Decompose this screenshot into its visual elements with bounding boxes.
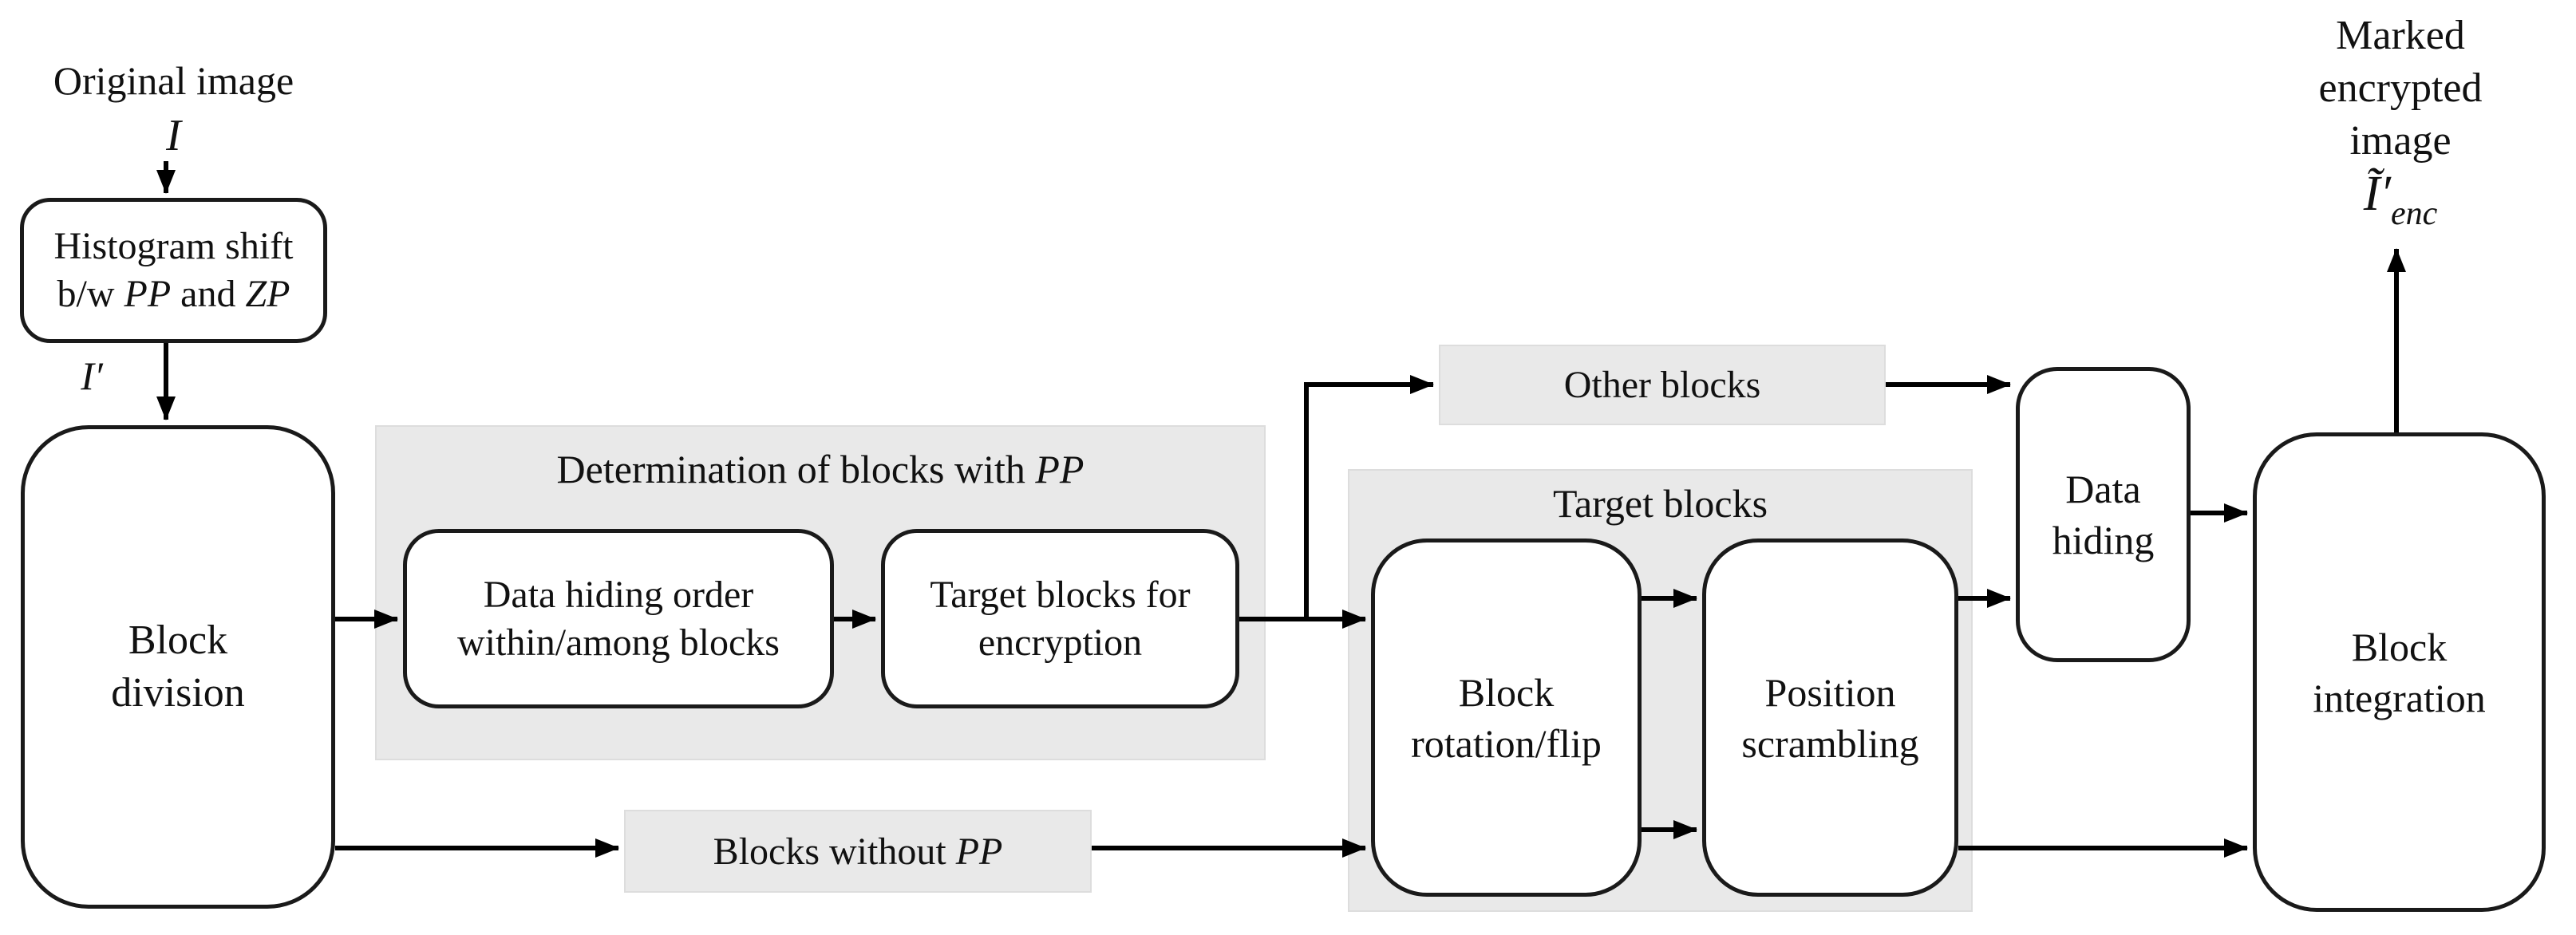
blocks-without-pp-text: Blocks without <box>713 830 956 873</box>
other-blocks-label: Other blocks <box>1563 364 1761 406</box>
block-division-line1: Block <box>128 617 228 663</box>
blocks-without-pp-label: Blocks without PP <box>713 830 1003 874</box>
output-caption-line1: Marked <box>2336 13 2465 58</box>
data-hiding-line2: hiding <box>2052 518 2155 562</box>
output-caption-line3: image <box>2349 118 2452 164</box>
determination-group-title: Determination of blocks with PP <box>377 446 1264 492</box>
histogram-line2-mid: and <box>171 273 246 315</box>
output-caption-line2: encrypted <box>2318 65 2483 111</box>
data-hiding-order-line2: within/among blocks <box>457 621 780 664</box>
other-blocks-box: Other blocks <box>1439 345 1886 425</box>
block-rotation-line1: Block <box>1458 669 1555 715</box>
input-symbol-label: I <box>166 111 181 160</box>
determination-title-text: Determination of blocks with <box>556 447 1036 491</box>
histogram-shift-line1: Histogram shift <box>53 225 294 267</box>
node-histogram-shift: Histogram shift b/w PP and ZP <box>20 198 327 343</box>
output-symbol-main: Ĩ′ <box>2363 167 2391 221</box>
target-blocks-group-title: Target blocks <box>1552 481 1768 526</box>
block-rotation-line2: rotation/flip <box>1411 720 1602 766</box>
node-target-blocks-for-encryption: Target blocks for encryption <box>881 529 1239 708</box>
histogram-line2-pp: PP <box>124 273 172 315</box>
histogram-line2-zp: ZP <box>245 273 290 315</box>
block-division-line2: division <box>111 670 245 716</box>
histogram-line2-pre: b/w <box>57 273 124 315</box>
output-symbol-label: Ĩ′enc <box>2249 166 2552 231</box>
target-blocks-encryption-line1: Target blocks for <box>930 573 1191 616</box>
original-image-caption: Original image <box>53 58 294 103</box>
output-symbol-sub: enc <box>2390 195 2438 232</box>
position-scrambling-line2: scrambling <box>1741 720 1919 766</box>
determination-title-pp: PP <box>1035 447 1085 491</box>
node-block-division: Block division <box>21 425 335 909</box>
output-caption: Marked encrypted image <box>2249 10 2552 168</box>
histogram-shift-line2: b/w PP and ZP <box>57 270 290 318</box>
intermediate-symbol-label: I′ <box>81 353 103 398</box>
node-data-hiding-order: Data hiding order within/among blocks <box>403 529 834 708</box>
blocks-without-pp-box: Blocks without PP <box>624 810 1092 893</box>
data-hiding-order-line1: Data hiding order <box>483 573 754 616</box>
blocks-without-pp-italic: PP <box>955 830 1003 873</box>
node-data-hiding: Data hiding <box>2016 367 2191 662</box>
node-block-integration: Block integration <box>2253 432 2546 912</box>
position-scrambling-line1: Position <box>1764 669 1896 715</box>
block-integration-line2: integration <box>2313 675 2486 720</box>
data-hiding-line1: Data <box>2065 467 2141 511</box>
node-position-scrambling: Position scrambling <box>1702 539 1958 897</box>
node-block-rotation-flip: Block rotation/flip <box>1371 539 1642 897</box>
target-blocks-encryption-line2: encryption <box>978 621 1143 664</box>
block-integration-line1: Block <box>2351 624 2448 669</box>
